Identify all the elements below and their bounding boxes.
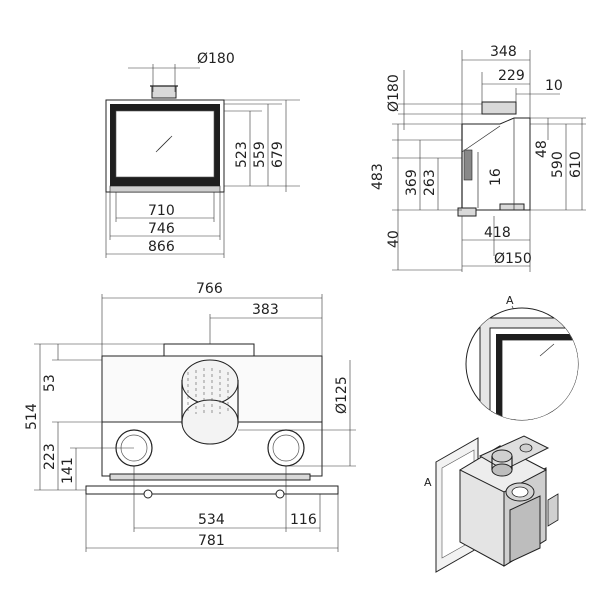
side-outer-height: 610 xyxy=(568,151,584,178)
iso-rear-block xyxy=(547,493,559,527)
front-bottom-strip xyxy=(109,185,221,193)
front-glass-reflection-2 xyxy=(155,137,171,153)
side-height-263: 263 xyxy=(422,169,438,196)
side-base-right xyxy=(499,203,525,211)
side-depth-total: 348 xyxy=(490,44,517,60)
top-front-plate xyxy=(85,485,339,495)
side-height-483: 483 xyxy=(370,163,386,190)
side-height-369: 369 xyxy=(404,169,420,196)
iso-flue-bottom xyxy=(491,463,513,477)
front-glass-height: 523 xyxy=(234,141,250,168)
side-slope xyxy=(461,125,501,153)
front-flue-collar xyxy=(151,85,177,99)
side-flue xyxy=(481,101,517,115)
top-duct-spacing: 534 xyxy=(198,512,225,528)
side-door-handle xyxy=(463,149,473,181)
top-offset-116: 116 xyxy=(290,512,317,528)
front-door-width: 746 xyxy=(148,221,175,237)
top-door-bar xyxy=(109,473,311,481)
side-base-depth: 418 xyxy=(484,225,511,241)
side-view: 348 229 10 Ø180 483 369 263 40 16 48 590… xyxy=(370,44,586,272)
side-flue-setback: 10 xyxy=(545,78,563,94)
iso-flue-sides xyxy=(491,456,513,470)
top-flue-collar xyxy=(163,343,255,357)
top-flue-upper xyxy=(181,359,239,405)
top-duct-right-inner xyxy=(272,434,300,462)
top-offset-53: 53 xyxy=(42,374,58,392)
top-width-781: 781 xyxy=(198,533,225,549)
side-flue-diameter: Ø180 xyxy=(386,74,402,112)
detail-a: A xyxy=(465,294,579,421)
top-depth-514: 514 xyxy=(24,403,40,430)
iso-view: A xyxy=(424,435,559,573)
detail-label: A xyxy=(506,294,514,307)
top-center-383: 383 xyxy=(252,302,279,318)
top-duct-diameter: Ø125 xyxy=(334,376,350,414)
front-door-height: 559 xyxy=(252,141,268,168)
side-top-gap: 48 xyxy=(534,140,550,158)
top-flue-sides xyxy=(181,380,239,424)
detail-reflection xyxy=(539,343,555,357)
front-total-height: 679 xyxy=(270,141,286,168)
front-view: Ø180 523 559 679 710 746 866 xyxy=(105,51,300,258)
top-flue-lower xyxy=(181,399,239,445)
iso-flue-top xyxy=(491,449,513,463)
front-total-width: 866 xyxy=(148,239,175,255)
top-width-766: 766 xyxy=(196,281,223,297)
side-thickness: 16 xyxy=(488,168,504,186)
iso-label: A xyxy=(424,476,432,489)
top-flue-hatch xyxy=(187,368,229,414)
side-base-height: 40 xyxy=(386,230,402,248)
side-inlet-diameter: Ø150 xyxy=(494,251,532,267)
iso-base-block xyxy=(509,495,541,563)
top-foot-left xyxy=(143,489,153,499)
iso-small-duct xyxy=(519,443,533,453)
top-view: 766 383 514 53 223 141 Ø125 534 116 781 xyxy=(24,281,356,552)
iso-duct-inner xyxy=(511,486,529,498)
side-base-left xyxy=(457,207,477,217)
side-flue-offset: 229 xyxy=(498,68,525,84)
top-offset-141: 141 xyxy=(60,457,76,484)
top-foot-right xyxy=(275,489,285,499)
front-flue-diameter: Ø180 xyxy=(197,51,235,67)
side-inner-height: 590 xyxy=(550,151,566,178)
top-offset-223: 223 xyxy=(42,443,58,470)
front-glass xyxy=(115,110,215,178)
front-glass-width: 710 xyxy=(148,203,175,219)
